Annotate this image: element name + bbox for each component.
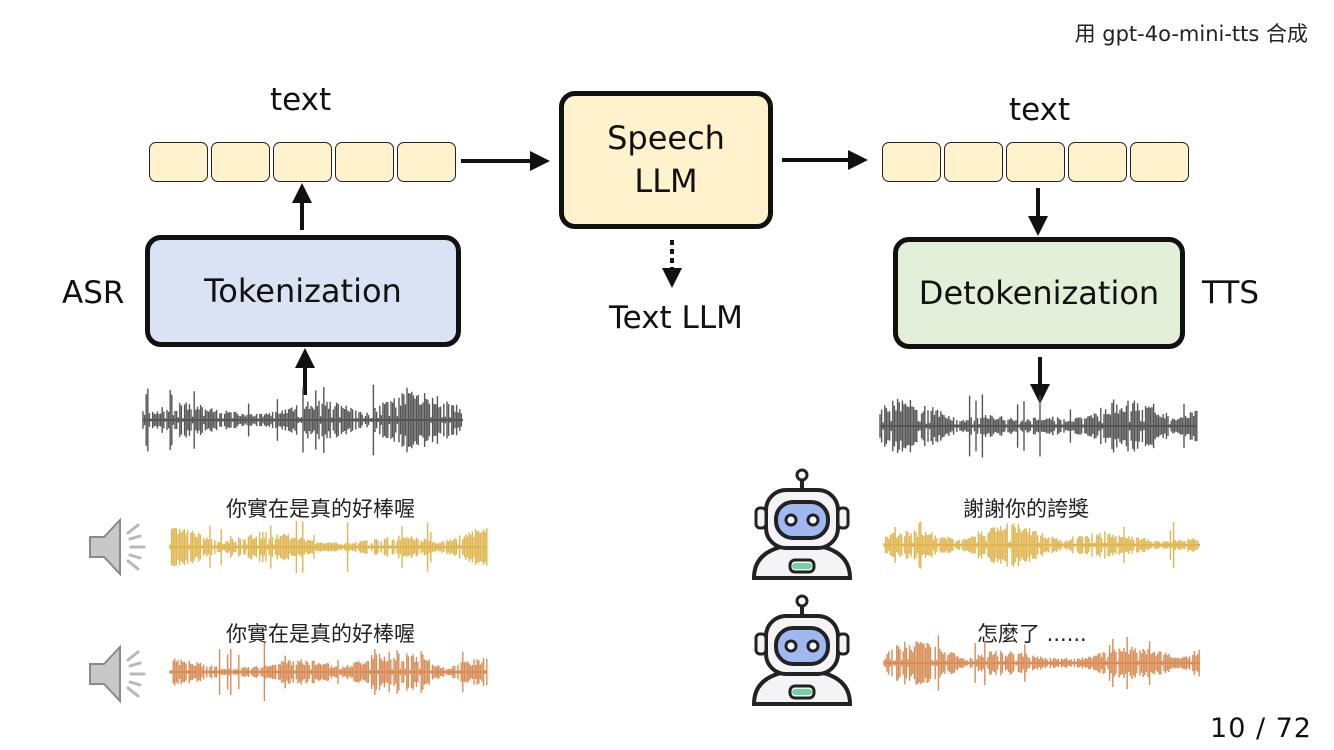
tts-label: TTS xyxy=(1202,275,1260,311)
token-cell xyxy=(1130,142,1189,182)
speech-llm-line1: Speech xyxy=(607,118,725,157)
token-cell xyxy=(1068,142,1127,182)
speaker-icon xyxy=(88,645,146,703)
speaker-icon xyxy=(88,518,146,576)
token-cell xyxy=(149,142,208,182)
speech-llm-line2: LLM xyxy=(634,162,698,200)
user-waveform-2 xyxy=(169,643,488,701)
detokenization-box: Detokenization xyxy=(893,237,1185,349)
token-cell xyxy=(335,142,394,182)
left-token-label: text xyxy=(270,82,332,118)
synthesis-note: 用 gpt-4o-mini-tts 合成 xyxy=(1074,22,1308,46)
reply-waveform-1 xyxy=(883,521,1200,569)
user-utterance-2: 你實在是真的好棒喔 xyxy=(226,622,415,646)
token-cell xyxy=(944,142,1003,182)
tokenization-label: Tokenization xyxy=(204,272,402,310)
reply-utterance-1: 謝謝你的誇獎 xyxy=(963,497,1089,521)
robot-icon xyxy=(752,594,852,706)
user-utterance-1: 你實在是真的好棒喔 xyxy=(226,497,415,521)
output-waveform xyxy=(879,394,1198,458)
left-token-sequence xyxy=(149,142,456,182)
asr-label: ASR xyxy=(62,275,125,311)
reply-waveform-2 xyxy=(883,635,1200,691)
token-cell xyxy=(397,142,456,182)
input-waveform xyxy=(142,384,463,456)
detokenization-label: Detokenization xyxy=(918,274,1160,312)
robot-icon xyxy=(752,468,852,580)
right-token-label: text xyxy=(1009,92,1071,128)
token-cell xyxy=(273,142,332,182)
page-number: 10 / 72 xyxy=(1210,713,1312,744)
tokenization-box: Tokenization xyxy=(145,235,461,347)
token-cell xyxy=(211,142,270,182)
reply-utterance-2: 怎麼了 ...... xyxy=(977,622,1087,646)
text-llm-label: Text LLM xyxy=(609,300,743,336)
right-token-sequence xyxy=(882,142,1189,182)
speech-llm-box: Speech LLM xyxy=(559,91,773,229)
user-waveform-1 xyxy=(169,520,488,574)
token-cell xyxy=(1006,142,1065,182)
token-cell xyxy=(882,142,941,182)
